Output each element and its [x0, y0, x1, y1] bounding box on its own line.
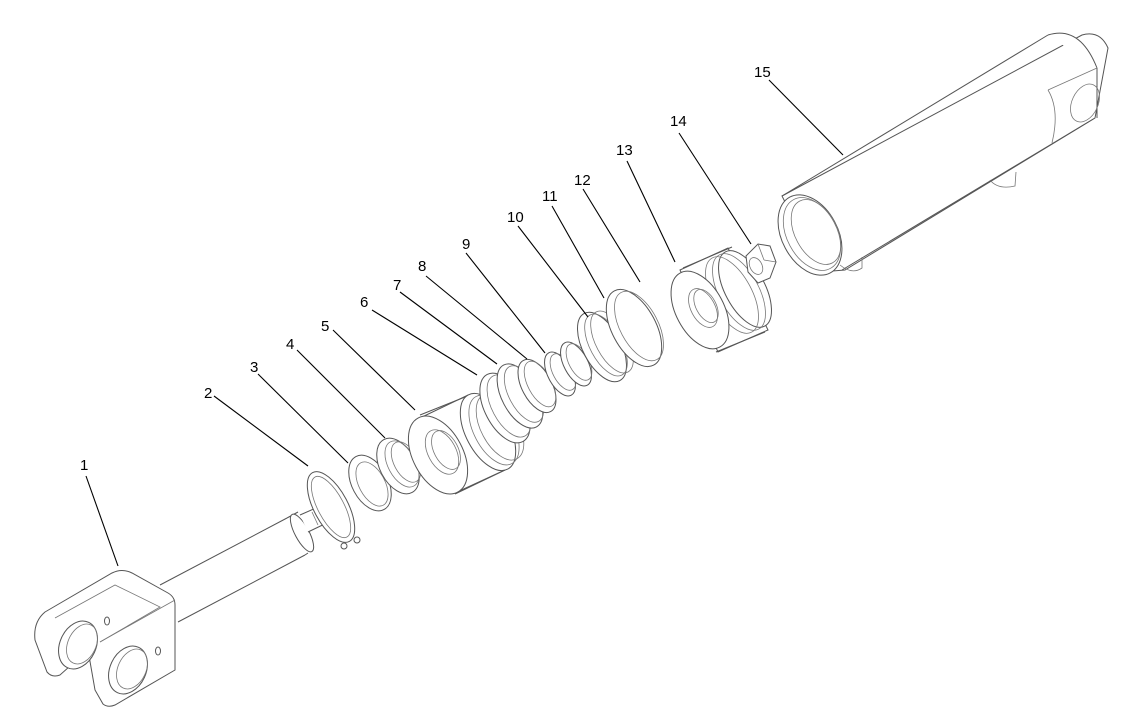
callout-8: 8 — [418, 258, 528, 360]
callout-13: 13 — [616, 142, 676, 263]
callout-14: 14 — [670, 113, 752, 245]
part-15-barrel — [777, 32, 1109, 276]
leader-line-6 — [371, 309, 478, 376]
callout-label-14: 14 — [670, 113, 687, 130]
leader-line-1 — [85, 475, 119, 567]
callout-10: 10 — [507, 209, 589, 318]
part-4-rod-seal — [376, 437, 422, 495]
callout-label-1: 1 — [80, 457, 88, 474]
callout-4: 4 — [286, 336, 386, 439]
callout-label-2: 2 — [204, 385, 212, 402]
leader-line-9 — [465, 252, 546, 354]
leader-line-8 — [425, 275, 528, 360]
leader-line-11 — [551, 205, 605, 299]
callout-label-6: 6 — [360, 294, 368, 311]
callout-label-15: 15 — [754, 64, 771, 81]
leader-line-3 — [257, 373, 349, 464]
leader-line-5 — [332, 329, 416, 411]
callout-label-4: 4 — [286, 336, 294, 353]
callout-7: 7 — [393, 277, 498, 365]
part-12-wear-ring — [605, 289, 664, 367]
callout-label-10: 10 — [507, 209, 524, 226]
callout-label-3: 3 — [250, 359, 258, 376]
callout-label-9: 9 — [462, 236, 470, 253]
leader-line-4 — [296, 349, 386, 439]
part-5-gland — [407, 393, 525, 495]
callout-6: 6 — [360, 294, 478, 376]
part-1-rod-clevis — [34, 503, 334, 707]
callout-5: 5 — [321, 318, 416, 411]
callout-label-5: 5 — [321, 318, 329, 335]
callout-label-12: 12 — [574, 172, 591, 189]
part-2-snap-ring — [306, 471, 361, 550]
leader-line-15 — [768, 79, 844, 156]
callout-12: 12 — [574, 172, 641, 283]
leader-line-13 — [626, 160, 676, 263]
callout-label-11: 11 — [542, 188, 558, 205]
part-13-piston — [670, 246, 772, 353]
callout-9: 9 — [462, 236, 546, 354]
leader-line-2 — [213, 395, 309, 467]
leader-line-12 — [582, 188, 641, 283]
callout-label-7: 7 — [393, 277, 401, 294]
callout-label-8: 8 — [418, 258, 426, 275]
part-14-nut — [745, 243, 777, 284]
callout-15: 15 — [754, 64, 844, 156]
callout-1: 1 — [80, 457, 119, 567]
callout-label-13: 13 — [616, 142, 633, 159]
leader-line-7 — [399, 291, 498, 365]
leader-line-14 — [678, 132, 752, 245]
callout-2: 2 — [204, 385, 309, 467]
leader-line-10 — [517, 225, 589, 318]
callout-3: 3 — [250, 359, 349, 464]
callout-11: 11 — [542, 188, 605, 299]
